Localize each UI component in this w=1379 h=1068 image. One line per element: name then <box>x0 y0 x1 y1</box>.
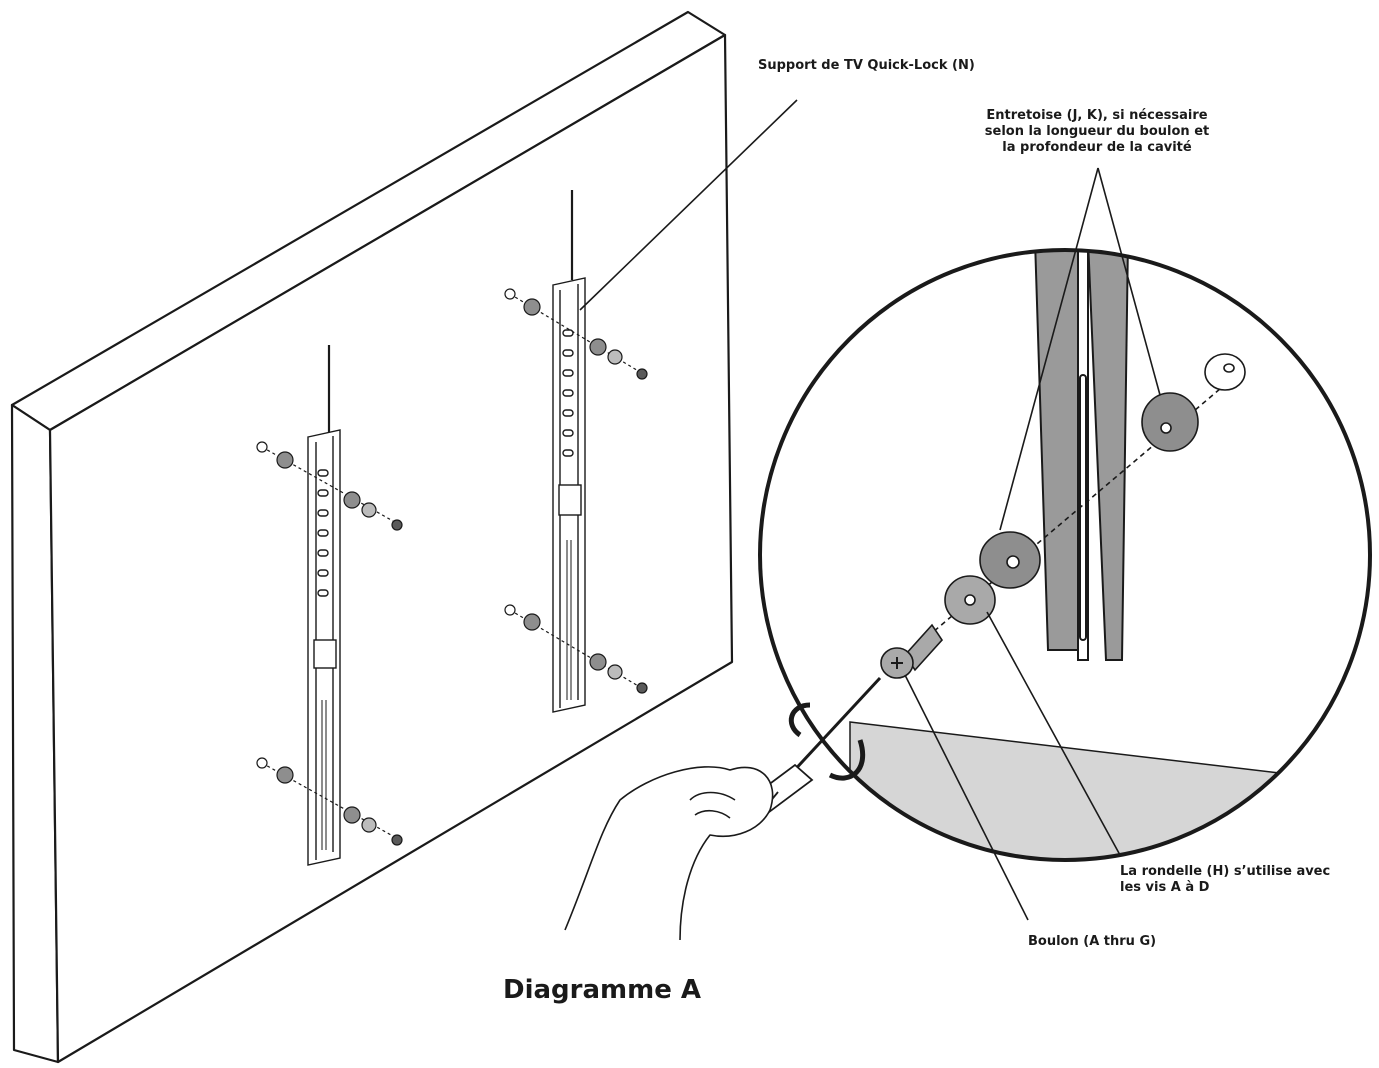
left-bracket-hardware <box>256 441 403 846</box>
detail-hardware <box>880 353 1246 679</box>
right-bracket <box>552 190 586 713</box>
left-bracket <box>307 345 341 866</box>
detail-rail <box>1033 250 1130 661</box>
rotation-arrows <box>788 702 866 781</box>
label-bolt: Boulon (A thru G) <box>1028 934 1157 949</box>
leader-lines <box>579 99 1161 921</box>
hand <box>564 766 774 941</box>
label-spacer: Entretoise (J, K), si nécessaire selon l… <box>984 108 1210 155</box>
diagram-title: Diagramme A <box>503 975 702 1005</box>
right-bracket-hardware <box>504 288 648 694</box>
label-quick-lock-bracket: Support de TV Quick-Lock (N) <box>758 58 975 73</box>
label-washer: La rondelle (H) s’utilise avec les vis A… <box>1120 864 1331 895</box>
detail-magnifier <box>758 248 1372 862</box>
